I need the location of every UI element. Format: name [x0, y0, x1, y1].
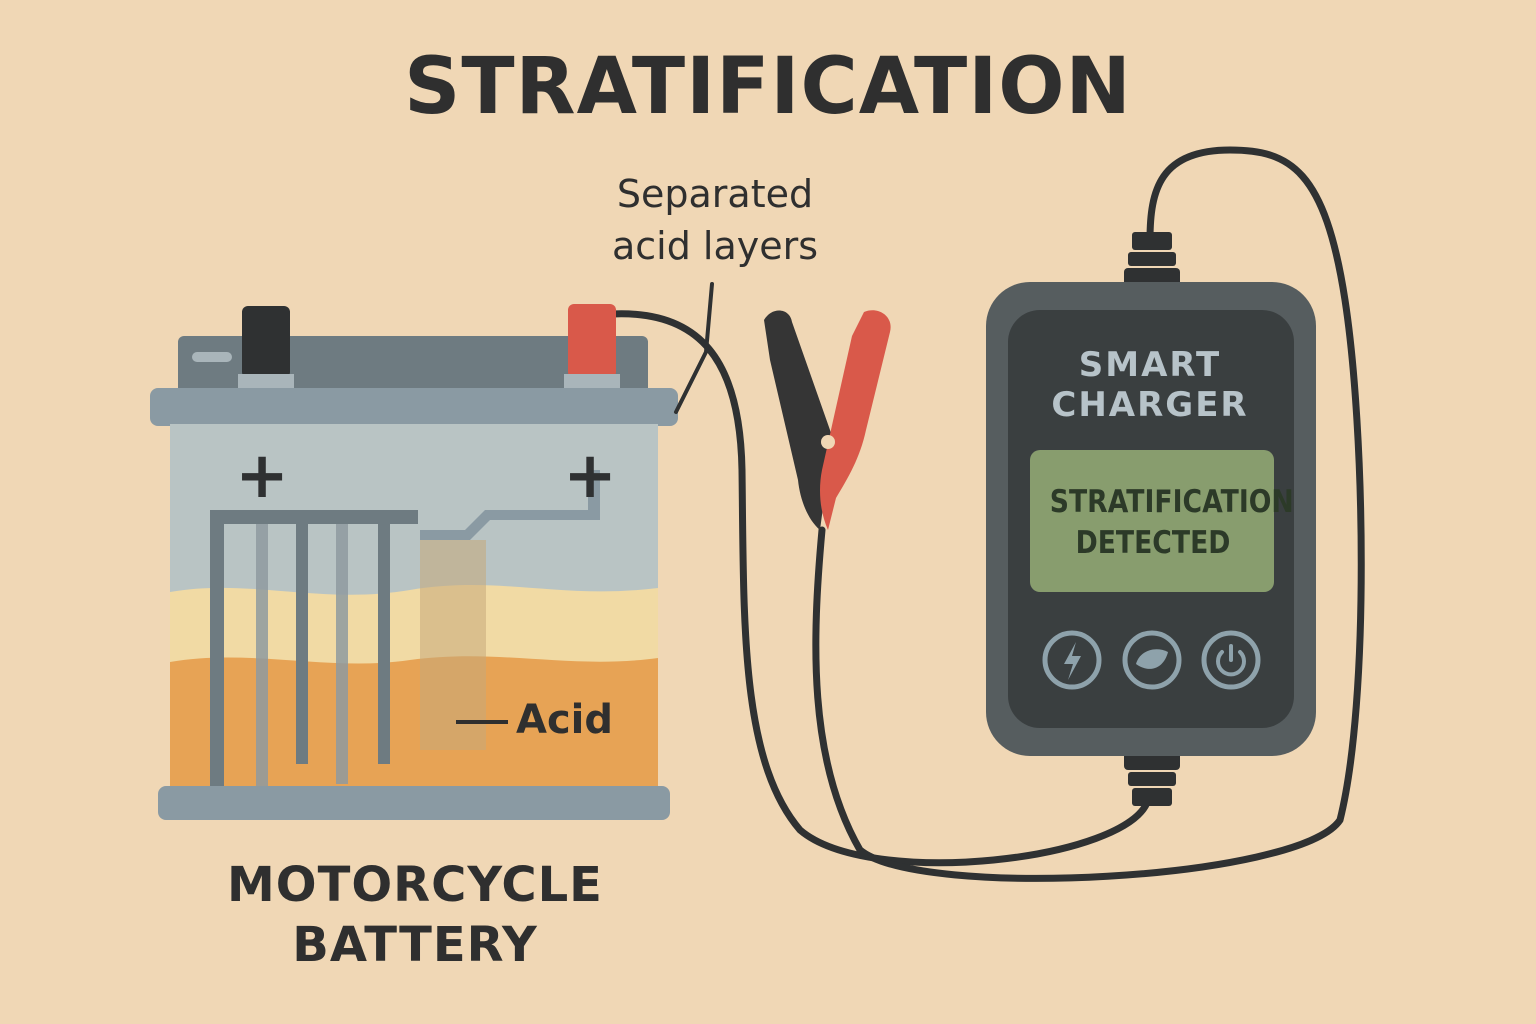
acid-label: Acid — [516, 697, 614, 743]
annotation-pointer — [674, 282, 714, 414]
cables — [608, 146, 1365, 882]
smart-charger — [986, 232, 1316, 806]
battery-positive-terminal-base — [564, 374, 620, 388]
battery-caption-line-2: BATTERY — [292, 917, 538, 973]
battery-plus-right: + — [563, 439, 617, 513]
charger-screen-message: STRATIFICATION DETECTED — [1049, 482, 1294, 564]
clamp-pivot — [821, 435, 835, 449]
battery-vent-slot — [192, 352, 232, 362]
charger-name-line-1: SMART — [1078, 345, 1222, 385]
battery-plus-left: + — [235, 439, 289, 513]
cable-battery-to-charger — [608, 310, 1152, 867]
charger-name: SMART CHARGER — [1025, 345, 1275, 425]
leaf-icon[interactable] — [1122, 630, 1182, 690]
annotation-line-1: Separated — [616, 172, 814, 216]
battery-caption: MOTORCYCLE BATTERY — [175, 855, 655, 975]
battery-positive-terminal — [568, 304, 616, 378]
battery-negative-terminal-base — [238, 374, 294, 388]
battery-base — [158, 786, 670, 820]
battery-plates — [210, 470, 600, 796]
clamp-black — [764, 310, 833, 530]
screen-message-line-2: DETECTED — [1075, 525, 1231, 561]
lightning-icon[interactable] — [1042, 630, 1102, 690]
charger-name-line-2: CHARGER — [1051, 385, 1249, 425]
annotation-line-2: acid layers — [611, 224, 819, 268]
battery-top-cap — [178, 336, 648, 398]
battery-lid — [150, 388, 678, 426]
acid-layer-dense — [170, 656, 658, 796]
power-icon[interactable] — [1201, 630, 1261, 690]
diagram-title: STRATIFICATION — [404, 42, 1132, 132]
alligator-clamps — [764, 310, 891, 530]
cable-clamp-loop — [812, 146, 1365, 882]
battery-caption-line-1: MOTORCYCLE — [227, 857, 603, 913]
battery-negative-terminal — [242, 306, 290, 378]
separated-layers-annotation: Separated acid layers — [560, 168, 870, 272]
motorcycle-battery: + + — [150, 304, 678, 820]
clamp-red — [820, 310, 891, 530]
charger-screen — [1030, 450, 1274, 592]
screen-message-line-1: STRATIFICATION — [1049, 484, 1294, 520]
